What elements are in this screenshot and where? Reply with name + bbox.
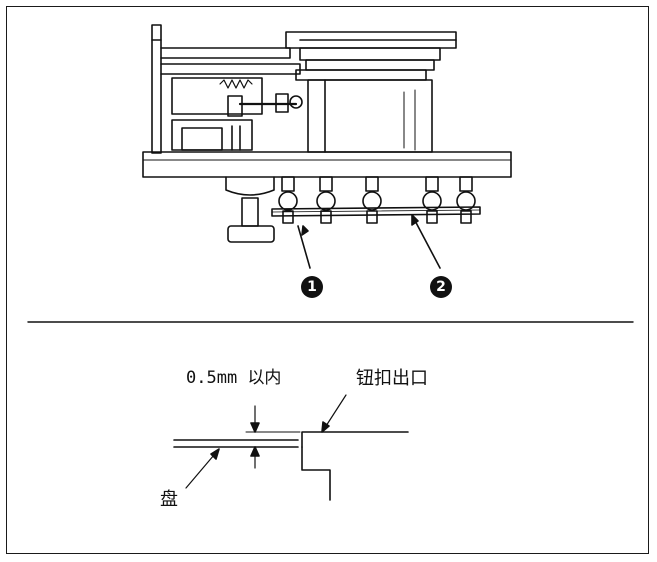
callout-part-2: 2 [430, 276, 452, 298]
clearance-detail [173, 394, 409, 501]
leader-part-1 [297, 225, 311, 269]
drive-chain [271, 206, 481, 217]
callout-part-1: 1 [301, 276, 323, 298]
outlet-profile [301, 446, 331, 501]
upper-arm [160, 47, 291, 59]
mechanism-illustration [142, 24, 512, 269]
leader-part-2 [411, 214, 441, 269]
screw-row [278, 176, 476, 224]
outlet-edge [301, 431, 409, 448]
leader-disc [185, 454, 215, 489]
main-block [307, 79, 433, 153]
figure-frame [6, 6, 649, 554]
spring-housing [171, 77, 263, 115]
leader-outlet [325, 394, 347, 427]
adjust-knob [227, 225, 275, 243]
left-side-plate [151, 24, 162, 154]
base-plate [142, 151, 512, 178]
outlet-label: 钮扣出口 [356, 368, 428, 389]
gap-label: 0.5mm 以内 [186, 370, 281, 387]
adjust-knob-body [225, 176, 275, 196]
gap-value: 0.5mm [186, 368, 238, 388]
gap-unit: 以内 [247, 368, 282, 388]
disc-label: 盘 [160, 489, 178, 510]
